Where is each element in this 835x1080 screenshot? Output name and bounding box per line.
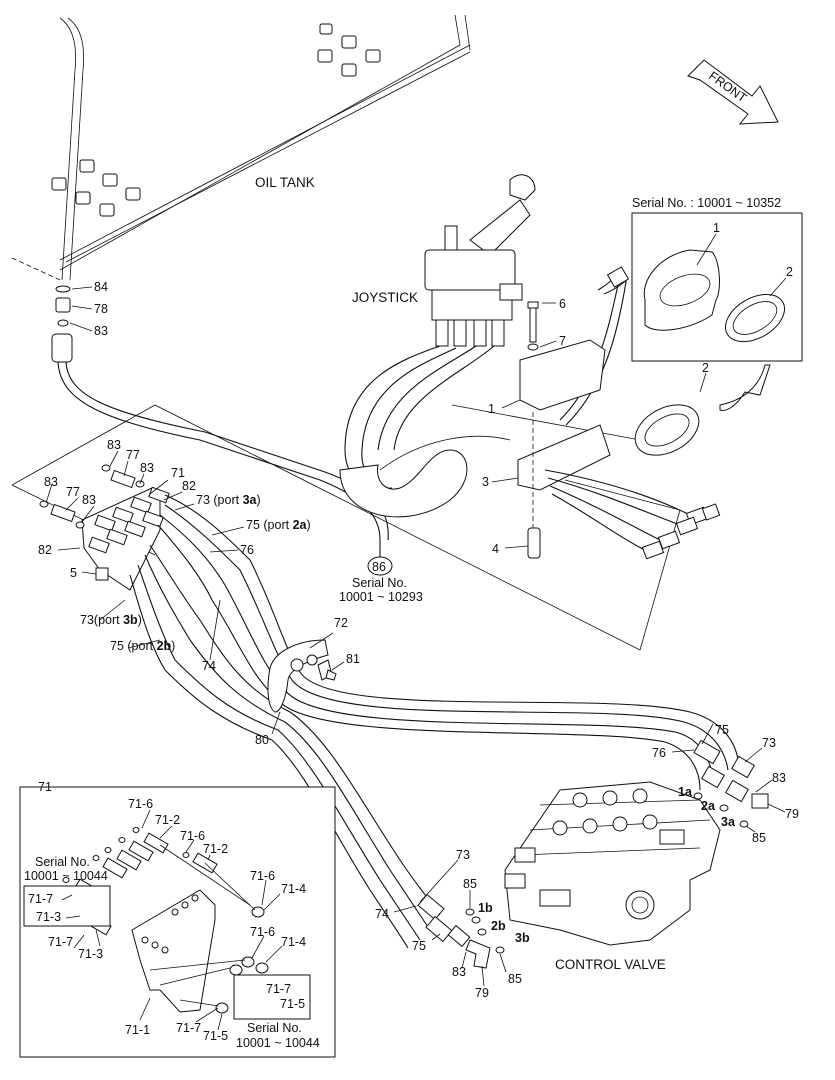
label-83-plate-mid: 83: [140, 461, 154, 475]
inset-serial-title: Serial No. : 10001 ~ 10352: [632, 196, 781, 210]
label-73-port-3b: 73(port 3b): [80, 613, 142, 627]
serial-86-note: 86 Serial No. 10001 ~ 10293: [339, 556, 423, 604]
inset71-label-71-4a: 71-4: [281, 882, 306, 896]
label-73-valve-left: 73: [456, 848, 470, 862]
inset71-label-71-3a: 71-3: [36, 910, 61, 924]
label-83-plate-left: 83: [44, 475, 58, 489]
label-79-left: 79: [475, 986, 489, 1000]
label-78: 78: [94, 302, 108, 316]
label-82-plate-left: 82: [38, 543, 52, 557]
label-1: 1: [488, 402, 495, 416]
label-77-plate-top: 77: [126, 448, 140, 462]
control-valve: CONTROL VALVE: [504, 781, 721, 972]
label-83-tank: 83: [94, 324, 108, 338]
label-73-port-3a: 73 (port 3a): [196, 493, 261, 507]
inset-71: 71: [19, 780, 336, 1058]
label-75-valve: 75: [715, 723, 729, 737]
inset71-serial-left-line2: 10001 ~ 10044: [24, 869, 108, 883]
label-83-plate-left2: 83: [82, 493, 96, 507]
label-82-plate-top: 82: [182, 479, 196, 493]
valve-right-fittings: 75 76 73 83 1a 2a 79 3a 85: [652, 723, 799, 845]
front-arrow: FRONT: [687, 59, 779, 125]
label-85-right: 85: [752, 831, 766, 845]
inset71-label-71-4b: 71-4: [281, 935, 306, 949]
label-76-plate: 76: [240, 543, 254, 557]
inset71-label-71-1: 71-1: [125, 1023, 150, 1037]
label-85-left-top: 85: [463, 877, 477, 891]
inset71-label-71-7c: 71-7: [266, 982, 291, 996]
label-1b: 1b: [478, 901, 493, 915]
label-81: 81: [346, 652, 360, 666]
label-2: 2: [702, 361, 709, 375]
inset71-label-71-7a: 71-7: [28, 892, 53, 906]
label-75-valve-left: 75: [412, 939, 426, 953]
valve-left-fittings: 73 85 1b 74 2b 75 3b 83 85 79: [375, 848, 530, 1000]
label-7: 7: [559, 334, 566, 348]
label-3a: 3a: [721, 815, 736, 829]
label-75-port-2a: 75 (port 2a): [246, 518, 311, 532]
label-3: 3: [482, 475, 489, 489]
inset-label-2: 2: [786, 265, 793, 279]
label-77-plate-left: 77: [66, 485, 80, 499]
inset71-label-71-6b: 71-6: [180, 829, 205, 843]
inset71-serial-left-line1: Serial No.: [35, 855, 90, 869]
label-2b: 2b: [491, 919, 506, 933]
inset71-label-71-2b: 71-2: [203, 842, 228, 856]
inset71-label-71-7d: 71-7: [176, 1021, 201, 1035]
inset71-label-71-7b: 71-7: [48, 935, 73, 949]
label-72: 72: [334, 616, 348, 630]
label-79-right: 79: [785, 807, 799, 821]
label-86: 86: [372, 560, 386, 574]
label-76-valve: 76: [652, 746, 666, 760]
joystick-mount-parts: 6 7 1 3 4 2: [482, 297, 771, 559]
label-71-plate: 71: [171, 466, 185, 480]
inset71-label-71-5a: 71-5: [280, 997, 305, 1011]
label-2a: 2a: [701, 799, 716, 813]
tank-bolts: [51, 23, 381, 217]
label-83-valve-right: 83: [772, 771, 786, 785]
label-83-valve-left: 83: [452, 965, 466, 979]
joystick-assembly: JOYSTICK: [352, 174, 536, 347]
control-valve-label: CONTROL VALVE: [555, 957, 666, 972]
serial-86-line2: 10001 ~ 10293: [339, 590, 423, 604]
label-6: 6: [559, 297, 566, 311]
hose-clamp: 72 81 80: [255, 616, 360, 747]
label-73-valve-right: 73: [762, 736, 776, 750]
inset71-label-71-6a: 71-6: [128, 797, 153, 811]
label-5: 5: [70, 566, 77, 580]
inset71-serial-bottom-line2: 10001 ~ 10044: [236, 1036, 320, 1050]
oil-tank-label: OIL TANK: [255, 175, 315, 190]
label-1a: 1a: [678, 785, 693, 799]
label-75-port-2b: 75 (port 2b): [110, 639, 175, 653]
label-83-plate-top: 83: [107, 438, 121, 452]
plate-hoses: [129, 494, 251, 671]
inset71-label-71-6c: 71-6: [250, 869, 275, 883]
valve-plate-assembly: 83 77 83 71 83 77 83 82 73 (port 3a) 75 …: [38, 438, 311, 673]
tank-fittings: 84 78 83: [51, 280, 108, 363]
label-4: 4: [492, 542, 499, 556]
label-80: 80: [255, 733, 269, 747]
joystick-ports: [435, 319, 505, 347]
main-hose-bundle: [164, 559, 739, 949]
serial-86-line1: Serial No.: [352, 576, 407, 590]
label-74-valve: 74: [375, 907, 389, 921]
inset71-label-71-3b: 71-3: [78, 947, 103, 961]
inset71-title: 71: [38, 780, 52, 794]
label-84: 84: [94, 280, 108, 294]
inset71-serial-bottom-line1: Serial No.: [247, 1021, 302, 1035]
oil-tank: OIL TANK: [11, 14, 471, 281]
label-3b: 3b: [515, 931, 530, 945]
label-85-left-bottom: 85: [508, 972, 522, 986]
inset71-label-71-5b: 71-5: [203, 1029, 228, 1043]
inset-label-1: 1: [713, 221, 720, 235]
inset-serial-10352: Serial No. : 10001 ~ 10352 1 2: [631, 196, 803, 362]
joystick-base-hoses: [544, 469, 721, 560]
label-74-plate: 74: [202, 659, 216, 673]
inset71-label-71-6d: 71-6: [250, 925, 275, 939]
inset71-label-71-2a: 71-2: [155, 813, 180, 827]
joystick-label: JOYSTICK: [352, 290, 418, 305]
